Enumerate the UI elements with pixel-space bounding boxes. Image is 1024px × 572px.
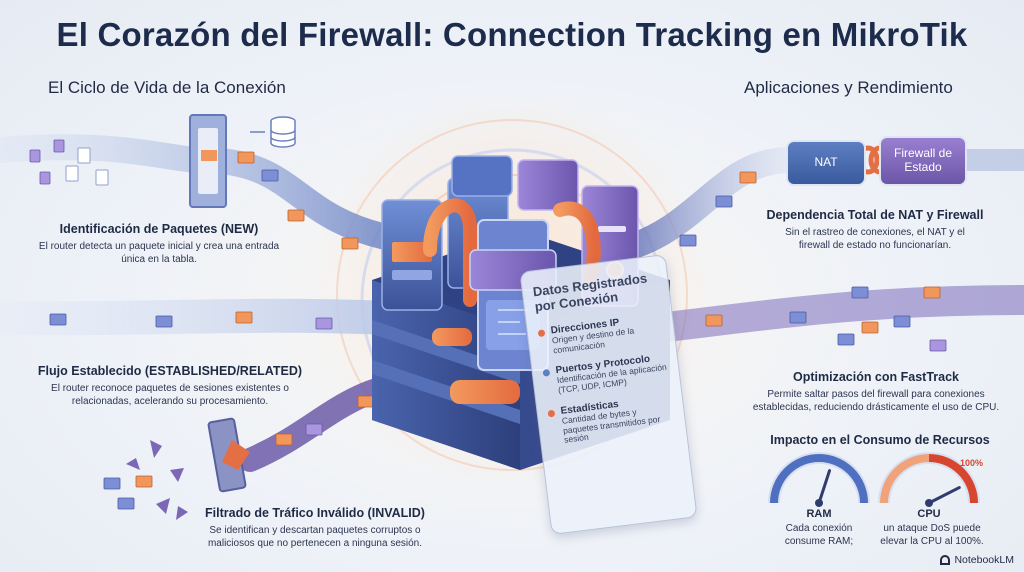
left-section-heading: El Ciclo de Vida de la Conexión: [48, 78, 286, 97]
new-title: Identificación de Paquetes (NEW): [59, 222, 259, 236]
bullet-icon: [547, 409, 556, 418]
cpu-desc: un ataque DoS puede elevar la CPU al 100…: [880, 523, 984, 547]
panel-item-ip: Direcciones IP Origen y destino de la co…: [537, 312, 665, 358]
new-desc: El router detecta un paquete inicial y c…: [38, 241, 280, 265]
footer-label: NotebookLM: [954, 554, 1014, 566]
shard-debris: [126, 440, 188, 520]
resources-heading: Impacto en el Consumo de Recursos: [770, 433, 990, 447]
invalid-block: Filtrado de Tráfico Inválido (INVALID) S…: [195, 506, 435, 550]
panel-item-ports: Puertos y Protocolo Identificación de la…: [542, 352, 670, 398]
cpu-label: CPU: [917, 508, 941, 520]
invalid-title: Filtrado de Tráfico Inválido (INVALID): [205, 506, 425, 520]
right-section-heading: Aplicaciones y Rendimiento: [744, 78, 953, 97]
firewall-gate-icon: [189, 114, 227, 208]
cpu-max-label: 100%: [960, 458, 984, 468]
fasttrack-title: Optimización con FastTrack: [792, 370, 959, 384]
packet-envelopes: [135, 151, 941, 488]
bullet-icon: [542, 369, 551, 378]
new-block: Identificación de Paquetes (NEW) El rout…: [34, 222, 284, 266]
bullet-icon: [537, 329, 546, 337]
nat-dependency-desc: Sin el rastreo de conexiones, el NAT y e…: [785, 227, 965, 251]
nat-dependency-block: Dependencia Total de NAT y Firewall Sin …: [760, 208, 990, 252]
document-icon: [65, 147, 109, 186]
established-title: Flujo Establecido (ESTABLISHED/RELATED): [37, 364, 303, 378]
stateful-firewall-chip: Firewall de Estado: [879, 136, 967, 186]
panel-item-stats: Estadísticas Cantidad de bytes y paquete…: [547, 392, 676, 447]
invalid-desc: Se identifican y descartan paquetes corr…: [207, 525, 423, 549]
footer-brand: NotebookLM: [940, 554, 1014, 566]
established-block: Flujo Establecido (ESTABLISHED/RELATED) …: [20, 364, 320, 408]
fasttrack-desc: Permite saltar pasos del firewall para c…: [752, 389, 1000, 413]
panel-title: Datos Registrados por Conexión: [532, 270, 648, 315]
page-title: El Corazón del Firewall: Connection Trac…: [56, 16, 968, 53]
nat-dependency-title: Dependencia Total de NAT y Firewall: [766, 208, 984, 222]
cpu-gauge-icon: [878, 452, 980, 507]
ram-gauge-icon: [768, 452, 870, 507]
ram-desc: Cada conexión consume RAM;: [784, 523, 854, 547]
fasttrack-block: Optimización con FastTrack Permite salta…: [748, 370, 1004, 414]
database-icon: [270, 116, 296, 148]
established-desc: El router reconoce paquetes de sesiones …: [51, 383, 289, 407]
nat-chip: NAT: [786, 140, 866, 186]
ram-label: RAM: [806, 508, 832, 520]
invalid-gate-icon: [207, 417, 250, 493]
notebooklm-logo-icon: [940, 555, 951, 565]
